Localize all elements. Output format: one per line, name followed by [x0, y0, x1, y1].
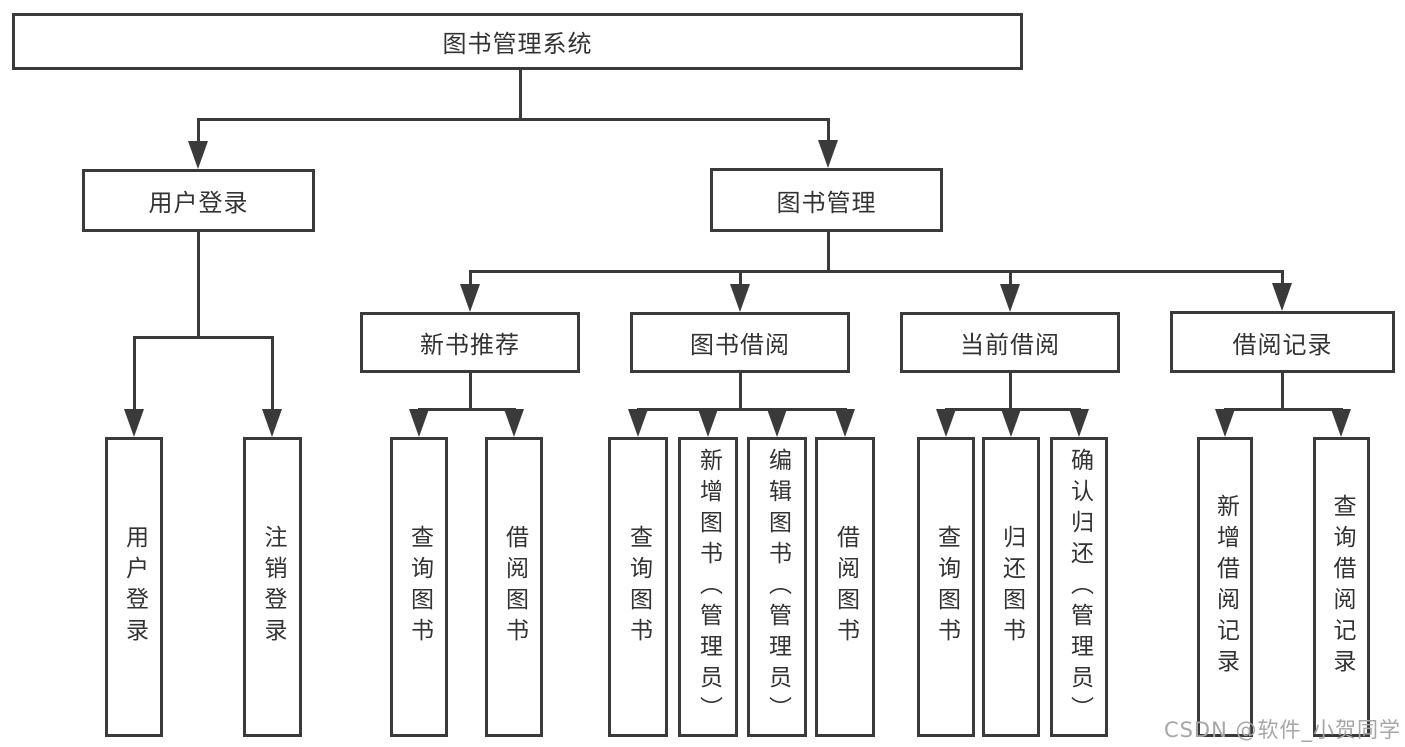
node-label: 当前借阅	[960, 331, 1060, 359]
connector-line	[826, 118, 830, 152]
arrow-down-icon	[1331, 409, 1351, 437]
leaf-add-books-admin: 新增图书（管理员）	[678, 437, 738, 737]
leaf-edit-books-admin: 编辑图书（管理员）	[747, 437, 807, 737]
leaf-user-login: 用户登录	[105, 437, 163, 737]
node-borrow-records: 借阅记录	[1170, 311, 1395, 373]
node-label: 注销登录	[260, 525, 286, 649]
node-label: 确认归还（管理员）	[1066, 447, 1093, 727]
arrow-down-icon	[124, 409, 144, 437]
leaf-add-borrow-record: 新增借阅记录	[1197, 437, 1253, 737]
node-user-login: 用户登录	[82, 169, 315, 232]
arrow-down-icon	[409, 409, 429, 437]
leaf-query-borrow-record: 查询借阅记录	[1313, 437, 1370, 737]
node-label: 查询图书	[625, 525, 652, 649]
connector-line	[738, 373, 742, 410]
connector-line	[132, 336, 274, 339]
node-label: 用户登录	[148, 189, 249, 217]
connector-line	[196, 232, 200, 338]
arrow-down-icon	[698, 409, 718, 437]
node-label: 借阅图书	[832, 525, 859, 649]
arrow-down-icon	[262, 409, 282, 437]
arrow-down-icon	[936, 409, 956, 437]
arrow-down-icon	[1000, 284, 1020, 312]
node-new-book-recommend: 新书推荐	[360, 312, 580, 373]
node-book-borrow: 图书借阅	[630, 312, 850, 373]
node-label: 图书借阅	[690, 331, 790, 359]
node-label: 查询借阅记录	[1329, 494, 1355, 680]
arrow-down-icon	[730, 284, 750, 312]
arrow-down-icon	[1069, 409, 1089, 437]
csdn-watermark: CSDN @软件_小贺同学	[1163, 718, 1401, 742]
connector-line	[738, 270, 742, 296]
arrow-down-icon	[628, 409, 648, 437]
leaf-recommend-borrow-books: 借阅图书	[485, 437, 543, 737]
leaf-recommend-query-books: 查询图书	[390, 437, 448, 737]
arrow-down-icon	[460, 284, 480, 312]
leaf-current-query-books: 查询图书	[917, 437, 975, 737]
node-label: 查询图书	[406, 525, 433, 649]
connector-line	[826, 232, 830, 272]
connector-line	[468, 270, 1284, 273]
node-label: 图书管理	[776, 188, 877, 217]
node-label: 查询图书	[933, 525, 960, 649]
arrow-down-icon	[188, 141, 208, 169]
connector-line	[636, 408, 847, 411]
connector-line	[1008, 270, 1012, 296]
connector-line	[468, 373, 472, 410]
arrow-down-icon	[1001, 409, 1021, 437]
connector-line	[1223, 408, 1343, 411]
arrow-down-icon	[504, 409, 524, 437]
connector-line	[1280, 373, 1284, 410]
node-label: 借阅图书	[501, 525, 528, 649]
arrow-down-icon	[818, 140, 838, 168]
node-label: 归还图书	[998, 525, 1025, 649]
node-label: 借阅记录	[1232, 330, 1333, 359]
node-book-management: 图书管理	[710, 168, 943, 232]
connector-line	[1008, 373, 1012, 410]
node-label: 用户登录	[121, 525, 148, 649]
leaf-confirm-return-admin: 确认归还（管理员）	[1050, 437, 1108, 737]
connector-line	[417, 408, 516, 411]
node-label: 新书推荐	[420, 331, 520, 359]
arrow-down-icon	[835, 409, 855, 437]
connector-line	[270, 336, 274, 421]
connector-line	[1280, 270, 1284, 295]
connector-line	[196, 118, 830, 121]
arrow-down-icon	[1272, 283, 1292, 311]
node-label: 编辑图书（管理员）	[764, 447, 791, 727]
leaf-borrow-query-books: 查询图书	[608, 437, 668, 737]
leaf-borrow-books: 借阅图书	[815, 437, 875, 737]
connector-line	[196, 118, 200, 153]
node-label: 新增借阅记录	[1212, 494, 1239, 680]
node-label: 新增图书（管理员）	[695, 447, 722, 727]
leaf-return-books: 归还图书	[982, 437, 1040, 737]
connector-line	[518, 70, 522, 120]
arrow-down-icon	[1215, 409, 1235, 437]
node-library-system: 图书管理系统	[12, 13, 1023, 70]
node-current-borrow: 当前借阅	[900, 312, 1120, 373]
leaf-logout: 注销登录	[243, 437, 302, 737]
arrow-down-icon	[767, 409, 787, 437]
connector-line	[468, 270, 472, 296]
connector-line	[132, 336, 136, 421]
node-label: 图书管理系统	[442, 30, 593, 58]
